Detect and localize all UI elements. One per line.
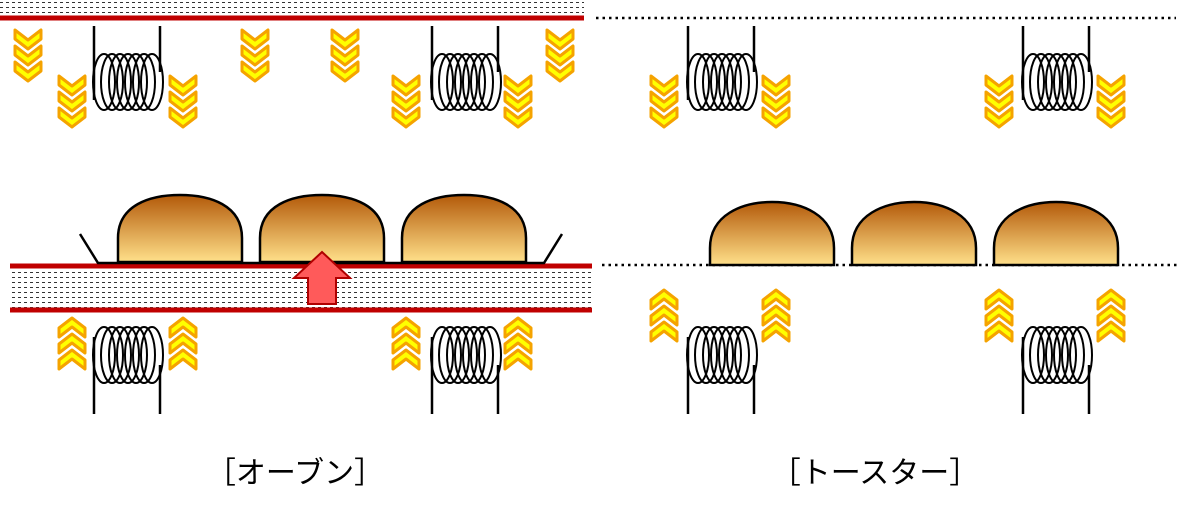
bun-icon bbox=[116, 193, 244, 264]
heating-coil-icon bbox=[686, 326, 758, 414]
heating-coil-icon bbox=[1021, 326, 1093, 414]
heat-chevron-icon bbox=[761, 288, 791, 343]
oven-buns bbox=[116, 193, 528, 264]
oven-caption: ［オーブン］ bbox=[205, 456, 385, 491]
heating-coil-icon bbox=[1021, 26, 1093, 111]
heat-chevron-icon bbox=[761, 74, 791, 129]
heat-chevron-icon bbox=[168, 316, 198, 371]
heat-chevron-icon bbox=[57, 74, 87, 129]
heat-chevron-icon bbox=[1096, 74, 1126, 129]
bun-icon bbox=[258, 193, 386, 264]
bun-icon bbox=[400, 193, 528, 264]
heat-chevron-icon bbox=[1096, 288, 1126, 343]
bun-icon bbox=[992, 200, 1120, 267]
heat-chevron-icon bbox=[649, 288, 679, 343]
heat-chevron-icon bbox=[330, 28, 360, 83]
bun-icon bbox=[708, 200, 836, 267]
heating-coil-icon bbox=[92, 26, 164, 111]
heat-chevron-icon bbox=[984, 74, 1014, 129]
heating-coil-icon bbox=[686, 26, 758, 111]
heat-chevron-icon bbox=[503, 74, 533, 129]
bun-icon bbox=[850, 200, 978, 267]
heat-chevron-icon bbox=[503, 316, 533, 371]
heat-chevron-icon bbox=[57, 316, 87, 371]
heat-chevron-icon bbox=[168, 74, 198, 129]
heat-chevron-icon bbox=[240, 28, 270, 83]
heat-chevron-icon bbox=[545, 28, 575, 83]
oven-top-plate bbox=[0, 0, 584, 21]
heat-chevron-icon bbox=[391, 316, 421, 371]
toaster-caption: ［トースター］ bbox=[770, 456, 980, 491]
oven-diagram bbox=[0, 0, 592, 414]
heating-coil-icon bbox=[430, 26, 502, 111]
heat-chevron-icon bbox=[13, 28, 43, 83]
up-arrow-icon bbox=[291, 250, 353, 305]
heat-chevron-icon bbox=[649, 74, 679, 129]
heating-coil-icon bbox=[430, 326, 502, 414]
toaster-diagram bbox=[596, 16, 1180, 414]
heating-coil-icon bbox=[92, 326, 164, 414]
toaster-buns bbox=[708, 200, 1120, 267]
heat-chevron-icon bbox=[391, 74, 421, 129]
heat-chevron-icon bbox=[984, 288, 1014, 343]
